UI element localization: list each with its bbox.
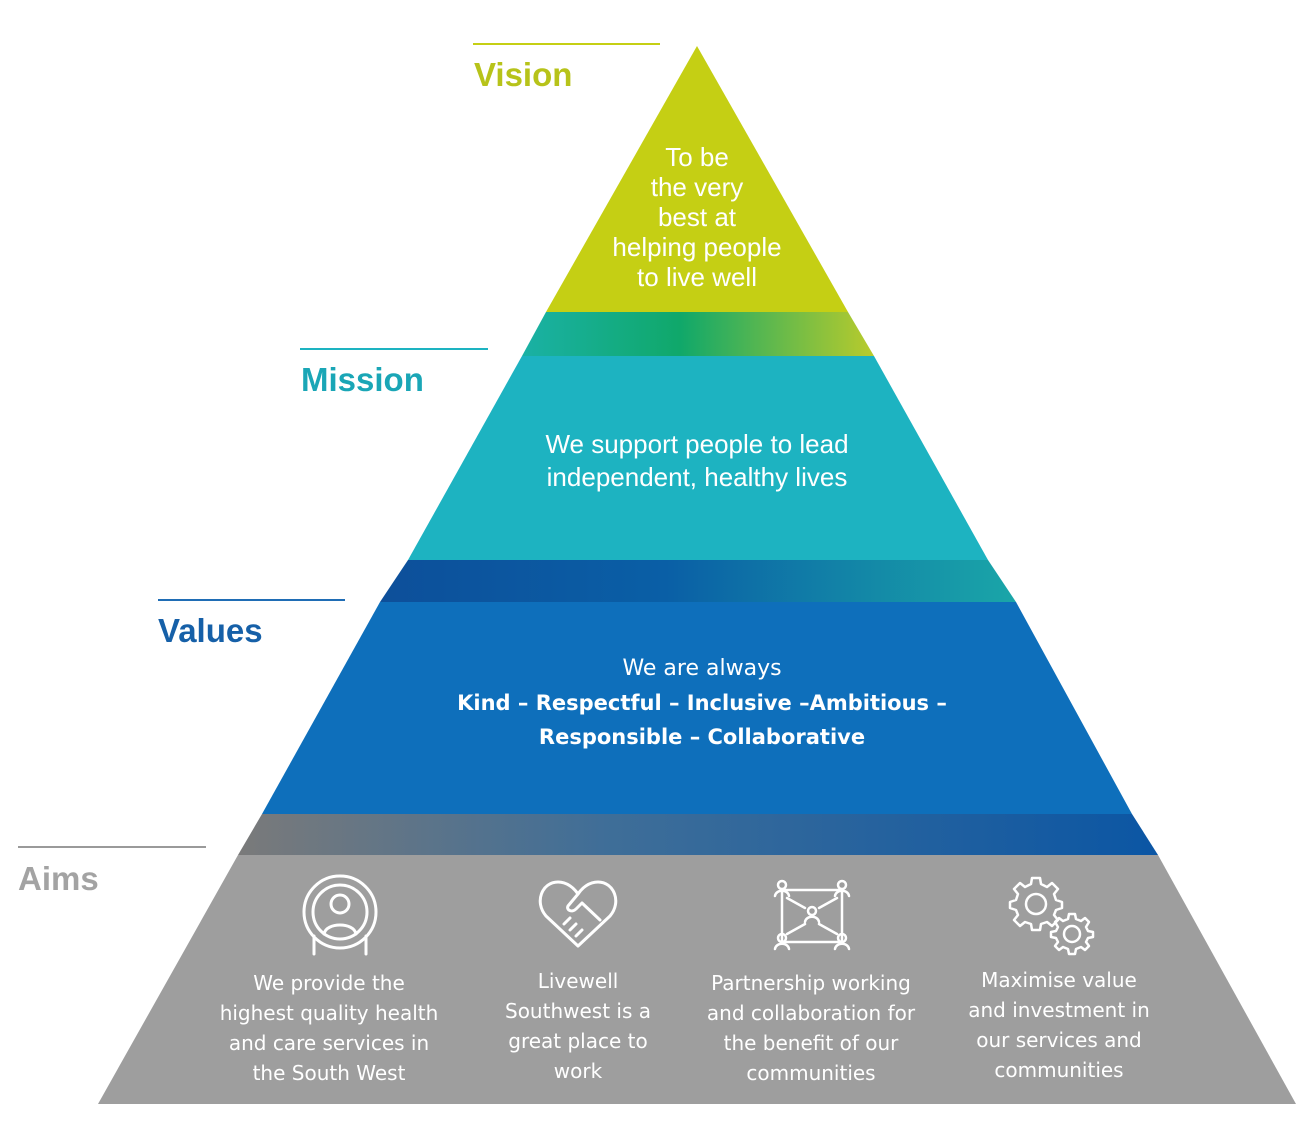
values-list-line: Responsible – Collaborative bbox=[538, 725, 866, 749]
vision-line: helping people bbox=[612, 232, 782, 262]
aim-line: work bbox=[553, 1059, 603, 1083]
aim-line: and care services in bbox=[228, 1031, 430, 1055]
values-trapezoid bbox=[262, 602, 1132, 814]
connector-vision-mission bbox=[522, 312, 874, 356]
aim-line: Livewell bbox=[537, 969, 619, 993]
aim-line: Maximise value bbox=[981, 968, 1137, 992]
values-label: Values bbox=[158, 612, 263, 649]
mission-line: independent, healthy lives bbox=[546, 462, 848, 492]
vision-line: To be bbox=[665, 142, 729, 172]
person-circle-icon bbox=[302, 874, 378, 956]
aim-line: the South West bbox=[252, 1061, 406, 1085]
mission-statement: We support people to lead independent, h… bbox=[480, 428, 914, 494]
mission-trapezoid bbox=[408, 356, 988, 560]
vision-triangle bbox=[546, 46, 848, 312]
heart-handshake-icon bbox=[538, 880, 618, 948]
network-people-icon bbox=[773, 879, 851, 951]
aims-trapezoid bbox=[98, 855, 1296, 1104]
vision-line: to live well bbox=[637, 262, 757, 292]
values-list-line: Kind – Respectful – Inclusive –Ambitious… bbox=[457, 691, 947, 715]
values-statement: We are always Kind – Respectful – Inclus… bbox=[380, 652, 1024, 754]
aim-line: and collaboration for bbox=[706, 1001, 916, 1025]
vision-line: the very bbox=[650, 172, 744, 202]
aim-line: great place to bbox=[508, 1029, 648, 1053]
connector-mission-values bbox=[380, 560, 1016, 602]
aim-line: our services and bbox=[976, 1028, 1142, 1052]
aim-line: the benefit of our bbox=[723, 1031, 899, 1055]
aim-line: Partnership working bbox=[711, 971, 911, 995]
mission-line: We support people to lead bbox=[545, 429, 849, 459]
aim-item-quality-care: We provide the highest quality health an… bbox=[211, 968, 447, 1088]
aim-line: Southwest is a bbox=[505, 999, 651, 1023]
vision-label: Vision bbox=[474, 56, 573, 93]
aim-line: and investment in bbox=[968, 998, 1150, 1022]
aims-label: Aims bbox=[18, 860, 99, 897]
vision-statement: To be the very best at helping people to… bbox=[586, 142, 808, 292]
vision-line: best at bbox=[657, 202, 737, 232]
aim-line: highest quality health bbox=[219, 1001, 439, 1025]
aim-line: We provide the bbox=[253, 971, 405, 995]
aim-item-great-place: Livewell Southwest is a great place to w… bbox=[460, 966, 696, 1086]
aim-line: communities bbox=[746, 1061, 876, 1085]
aim-line: communities bbox=[994, 1058, 1124, 1082]
gears-icon bbox=[1008, 876, 1095, 956]
aim-item-maximise-value: Maximise value and investment in our ser… bbox=[941, 965, 1177, 1085]
connector-values-aims bbox=[238, 814, 1158, 855]
mission-label: Mission bbox=[301, 361, 424, 398]
values-intro: We are always bbox=[622, 656, 782, 681]
aim-item-partnership: Partnership working and collaboration fo… bbox=[693, 968, 929, 1088]
